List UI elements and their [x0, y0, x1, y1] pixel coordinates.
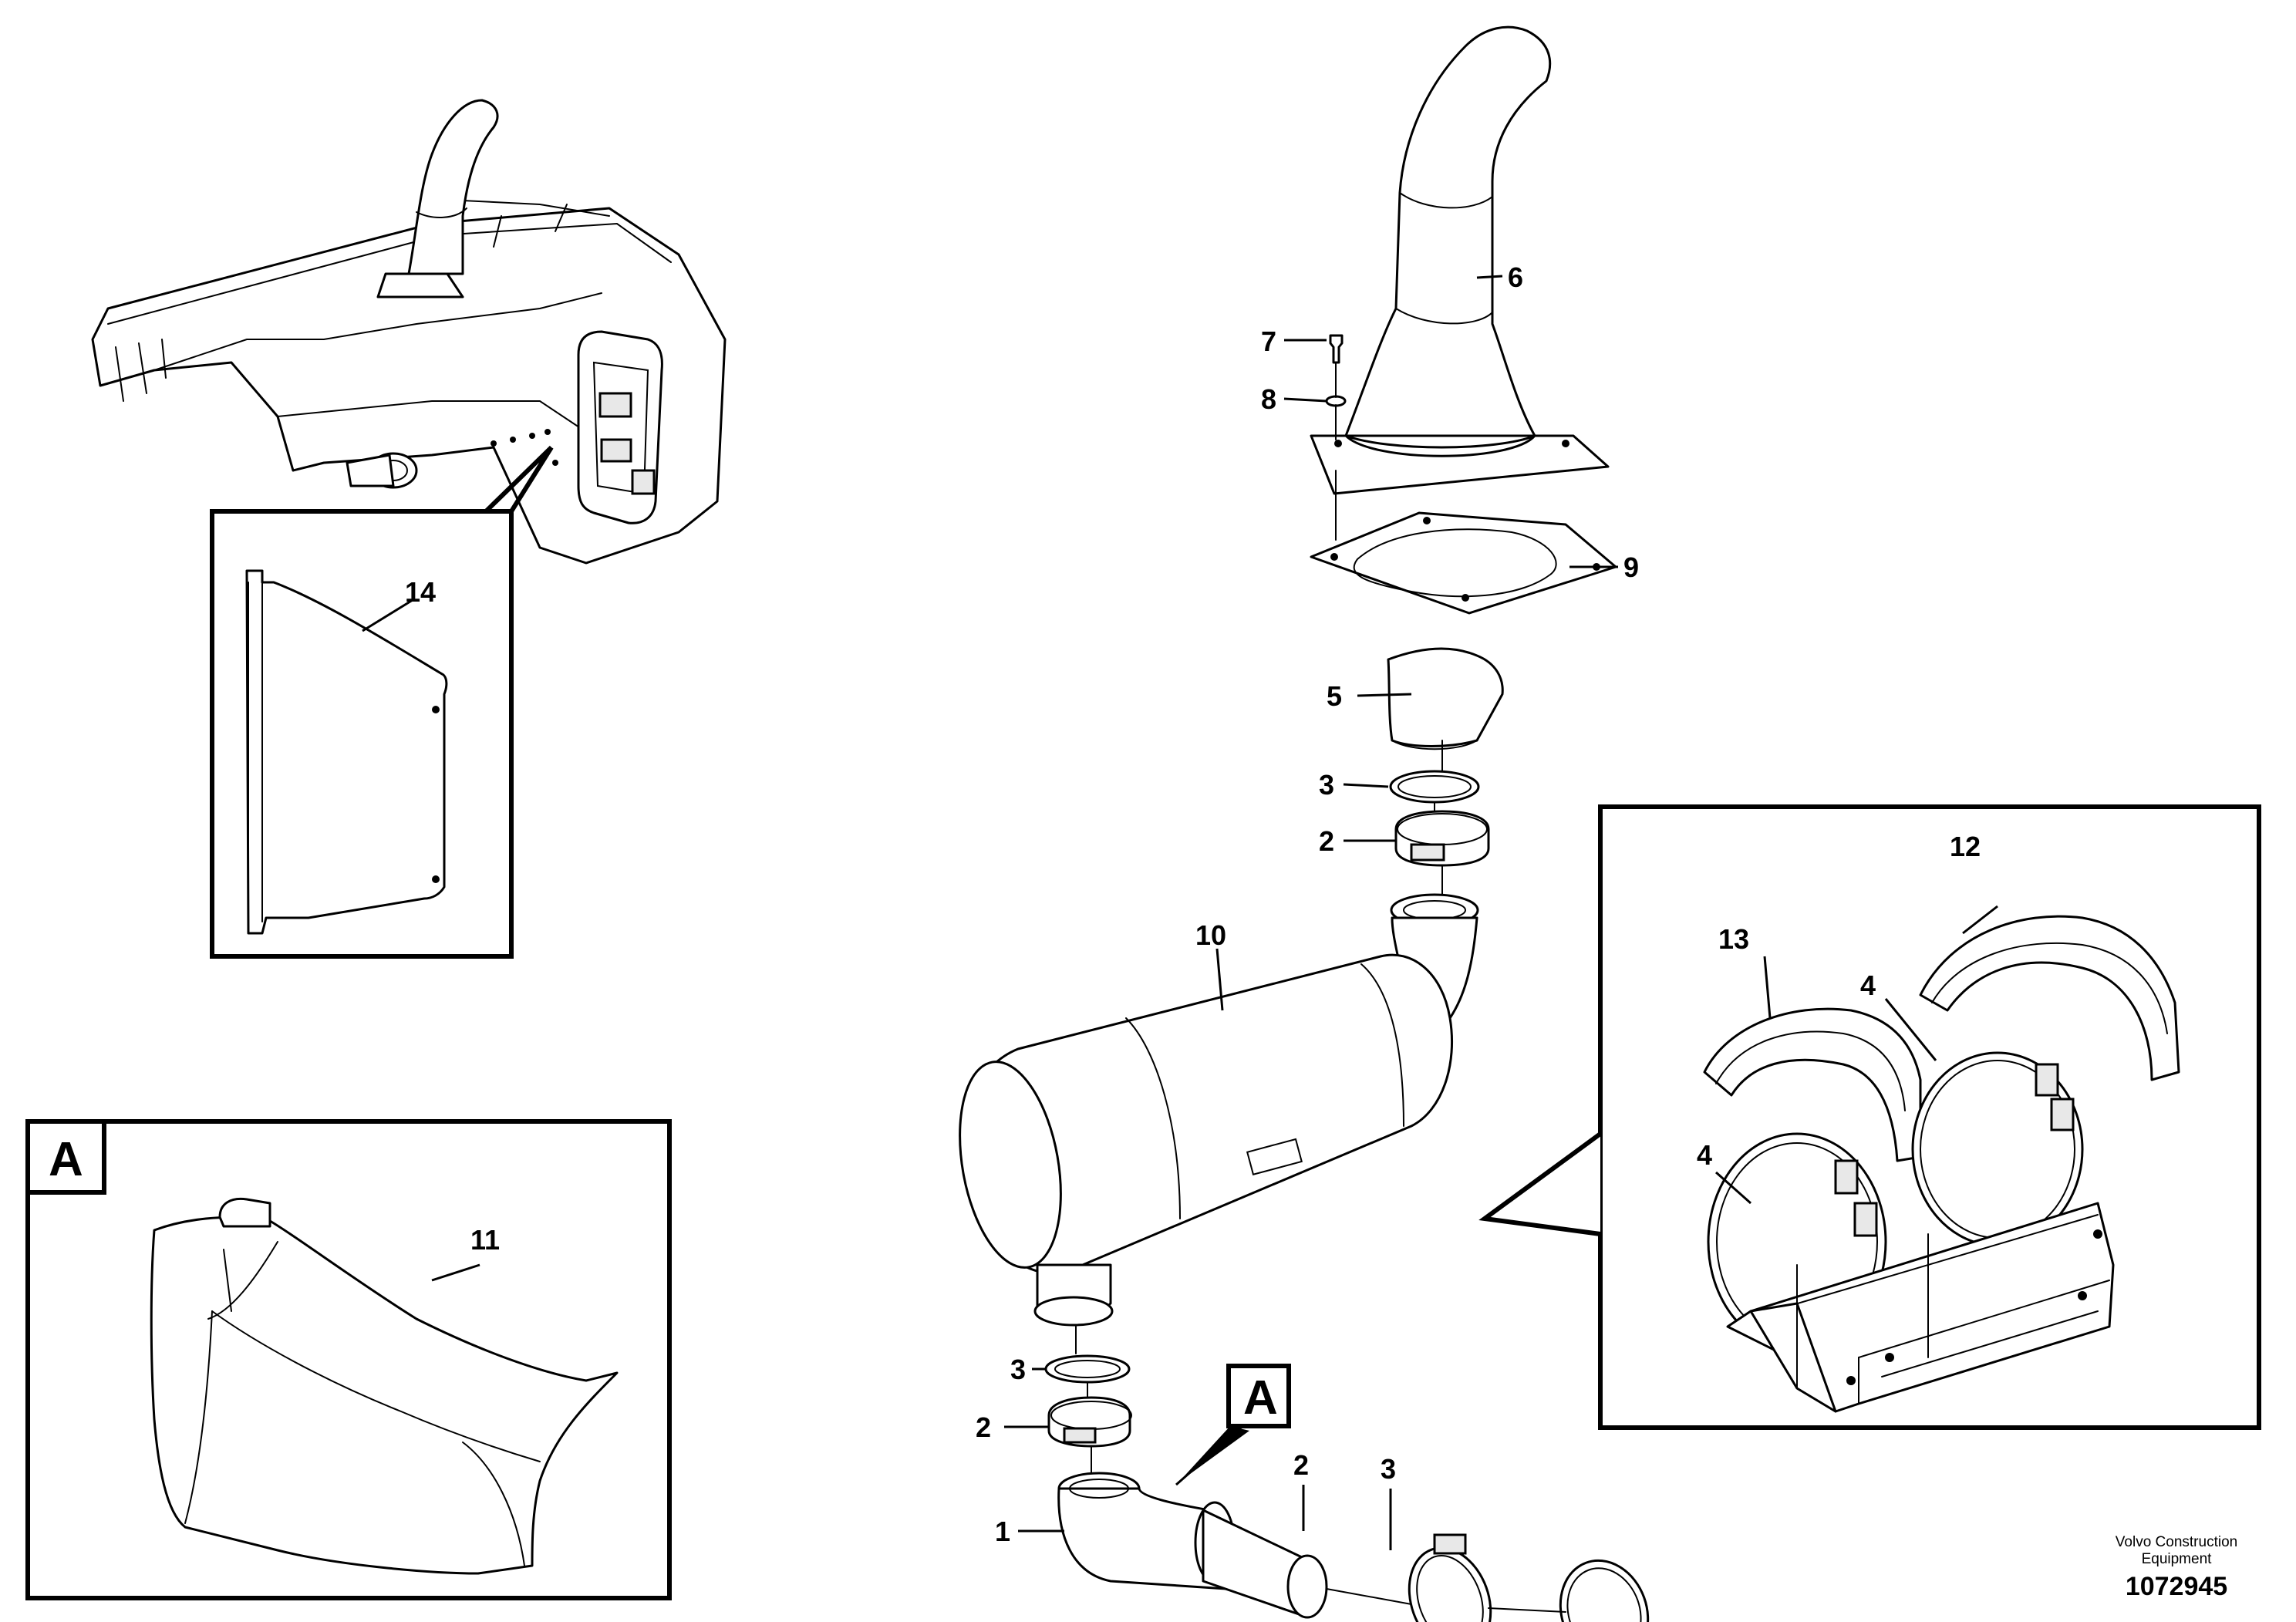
callout-3-upper: 3 [1319, 769, 1334, 801]
detail-a-reference [1175, 1364, 1291, 1486]
stack-assembly [1310, 25, 1617, 1020]
callout-5: 5 [1327, 680, 1342, 712]
company-name-line2: Equipment [2142, 1551, 2213, 1567]
callout-leaders [1004, 275, 1618, 1550]
detail-box-14 [210, 509, 514, 959]
company-name-line1: Volvo Construction [2116, 1534, 2237, 1550]
callout-10: 10 [1195, 919, 1226, 951]
callout-11: 11 [470, 1224, 500, 1256]
detail-label-a-reference: A [1243, 1371, 1278, 1425]
callout-labels: 6 7 8 9 5 3 2 10 12 13 4 4 14 11 3 2 1 2… [405, 261, 1981, 1547]
callout-14: 14 [405, 576, 436, 608]
engine-hood-assembly [91, 99, 727, 565]
callout-2-lower: 2 [976, 1411, 991, 1443]
callout-4-right: 4 [1860, 969, 1876, 1001]
detail-box-bracket [1478, 804, 2261, 1430]
callout-2-upper: 2 [1319, 825, 1334, 857]
detail-box-a [25, 1119, 672, 1600]
callout-12: 12 [1950, 831, 1981, 862]
muffler [959, 953, 1454, 1354]
callout-3-right: 3 [1381, 1453, 1396, 1485]
drawing-number: 1072945 [2126, 1572, 2227, 1601]
callout-3-lower: 3 [1010, 1354, 1026, 1385]
detail-label-a-box: A [49, 1133, 83, 1186]
callout-2-right: 2 [1293, 1449, 1309, 1481]
callout-6: 6 [1508, 261, 1523, 293]
callout-8: 8 [1261, 383, 1276, 415]
callout-1: 1 [995, 1516, 1010, 1547]
callout-13: 13 [1718, 923, 1749, 955]
drawing-footer: Volvo Construction Equipment 1072945 [2116, 1534, 2237, 1601]
callout-7: 7 [1261, 325, 1276, 357]
callout-4-left: 4 [1697, 1139, 1712, 1171]
callout-9: 9 [1623, 551, 1639, 583]
lower-pipe-assembly [1044, 1354, 1650, 1622]
